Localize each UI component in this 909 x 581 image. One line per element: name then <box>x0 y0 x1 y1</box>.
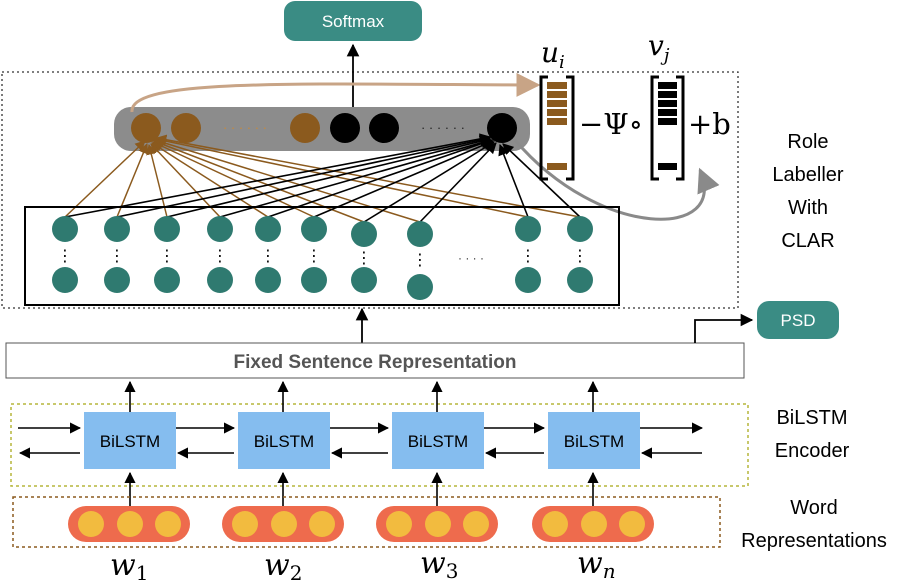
ui-vector <box>539 75 575 181</box>
svg-text:⋮: ⋮ <box>57 248 73 265</box>
word-pill-dots <box>78 511 645 537</box>
role-node <box>131 113 161 143</box>
svg-text:⋮: ⋮ <box>260 248 276 265</box>
feature-vdots: ⋮ ⋮ ⋮ ⋮ ⋮ ⋮ ⋮ ⋮ ⋮ ⋮ <box>57 248 588 269</box>
feature-nodes-box <box>24 206 620 306</box>
ellipsis-brown: · · · · · · <box>223 120 267 135</box>
formula-plus-b: +b <box>688 107 731 141</box>
svg-text:⋮: ⋮ <box>356 250 372 267</box>
psd-arrow <box>694 313 754 343</box>
svg-text:⋮: ⋮ <box>572 248 588 265</box>
role-labeller-title-1: Role <box>787 131 828 153</box>
cell-output-arrows <box>124 380 599 412</box>
psd-box <box>757 301 839 339</box>
word-input-arrows <box>124 471 599 507</box>
word-representations-title-1: Word <box>790 497 837 519</box>
word-representations-box <box>12 496 721 548</box>
vj-vector <box>650 75 685 181</box>
output-layer-nodes <box>131 113 517 143</box>
role-labeller-title-4: CLAR <box>781 230 834 252</box>
bilstm-cell <box>548 412 640 469</box>
bilstm-cells <box>84 412 640 469</box>
bilstm-cell-label: BiLSTM <box>408 432 468 451</box>
svg-text:⋮: ⋮ <box>306 248 322 265</box>
fixed-sentence-label: Fixed Sentence Representation <box>234 352 517 373</box>
word-representations-title-2: Representations <box>741 530 887 552</box>
softmax-box <box>284 1 422 41</box>
role-labeller-title-2: Labeller <box>772 164 844 186</box>
role-node <box>487 113 517 143</box>
svg-text:⋮: ⋮ <box>159 248 175 265</box>
output-layer-bar <box>114 107 530 151</box>
bilstm-cell <box>84 412 176 469</box>
bilstm-cell-label: BiLSTM <box>254 432 314 451</box>
svg-text:⋮: ⋮ <box>412 252 428 269</box>
black-attention-edges <box>64 133 581 223</box>
recurrent-arrows <box>18 422 704 459</box>
word-label-w2: w2 <box>264 548 302 581</box>
bilstm-cell <box>238 412 330 469</box>
word-label-wn: wn <box>577 546 616 581</box>
bilstm-encoder-title-2: Encoder <box>775 440 850 462</box>
bilstm-cell-label: BiLSTM <box>564 432 624 451</box>
vj-label: vj <box>648 29 670 66</box>
svg-text:⋮: ⋮ <box>109 248 125 265</box>
role-node <box>290 113 320 143</box>
word-label-w3: w3 <box>420 546 458 581</box>
bilstm-encoder-title-1: BiLSTM <box>776 407 847 429</box>
bilstm-encoder-box <box>10 403 749 487</box>
bilstm-cell <box>392 412 484 469</box>
svg-text:⋮: ⋮ <box>212 248 228 265</box>
role-node <box>369 113 399 143</box>
role-labeller-title-3: With <box>788 197 828 219</box>
feature-nodes <box>52 216 593 300</box>
arc-to-ui <box>130 72 541 113</box>
arc-to-vj <box>513 139 720 221</box>
bilstm-cell-label: BiLSTM <box>100 432 160 451</box>
word-label-w1: w1 <box>110 548 148 581</box>
role-node <box>171 113 201 143</box>
formula-minus-psi: −Ψ∘ <box>579 107 643 141</box>
ellipsis-black: · · · · · · <box>421 120 465 135</box>
role-node <box>330 113 360 143</box>
ui-label: ui <box>541 36 565 73</box>
psd-label: PSD <box>781 311 816 330</box>
feature-ellipsis: · · · · <box>458 251 484 265</box>
fixed-sentence-box <box>5 342 745 379</box>
role-labeller-box <box>1 71 739 309</box>
svg-text:⋮: ⋮ <box>520 248 536 265</box>
softmax-label: Softmax <box>322 12 385 31</box>
